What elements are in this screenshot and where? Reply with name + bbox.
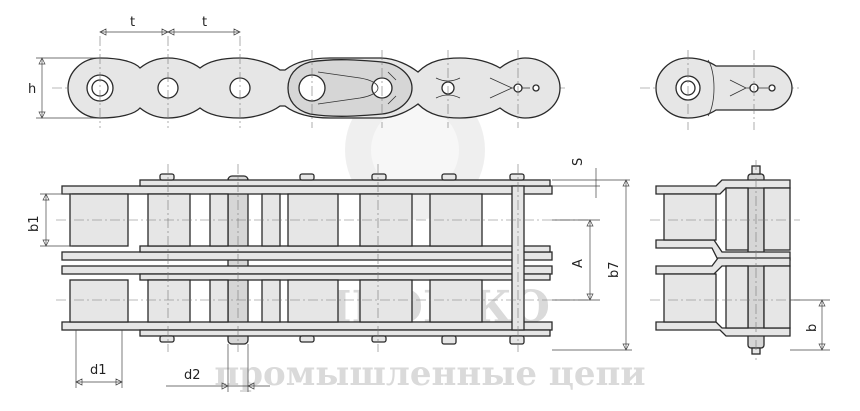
pitch-label-2: t xyxy=(202,15,207,30)
inner-width-dimension xyxy=(40,193,72,247)
roller-diameter-dimension xyxy=(75,330,123,388)
row-spacing-label: A xyxy=(571,259,586,268)
pin-diameter-label: d2 xyxy=(184,368,201,383)
end-width-label: b xyxy=(805,324,820,332)
pitch-dimension xyxy=(99,28,241,36)
end-width-dimension xyxy=(790,299,830,351)
right-dimensions xyxy=(552,168,632,351)
end-link-top-view xyxy=(650,160,800,360)
roller-diameter-label: d1 xyxy=(90,363,107,378)
end-link-side-view xyxy=(640,50,800,130)
inner-width-label: b1 xyxy=(27,215,42,232)
total-width-label: b7 xyxy=(607,261,622,278)
pitch-label-1: t xyxy=(130,15,135,30)
height-label: h xyxy=(28,82,36,97)
watermark-tagline: промышленные цепи xyxy=(214,354,645,394)
height-dimension xyxy=(36,57,100,119)
pin-diameter-dimension xyxy=(166,344,270,392)
chain-side-view xyxy=(52,36,565,128)
chain-top-view xyxy=(56,164,590,352)
thickness-label: S xyxy=(571,158,586,166)
